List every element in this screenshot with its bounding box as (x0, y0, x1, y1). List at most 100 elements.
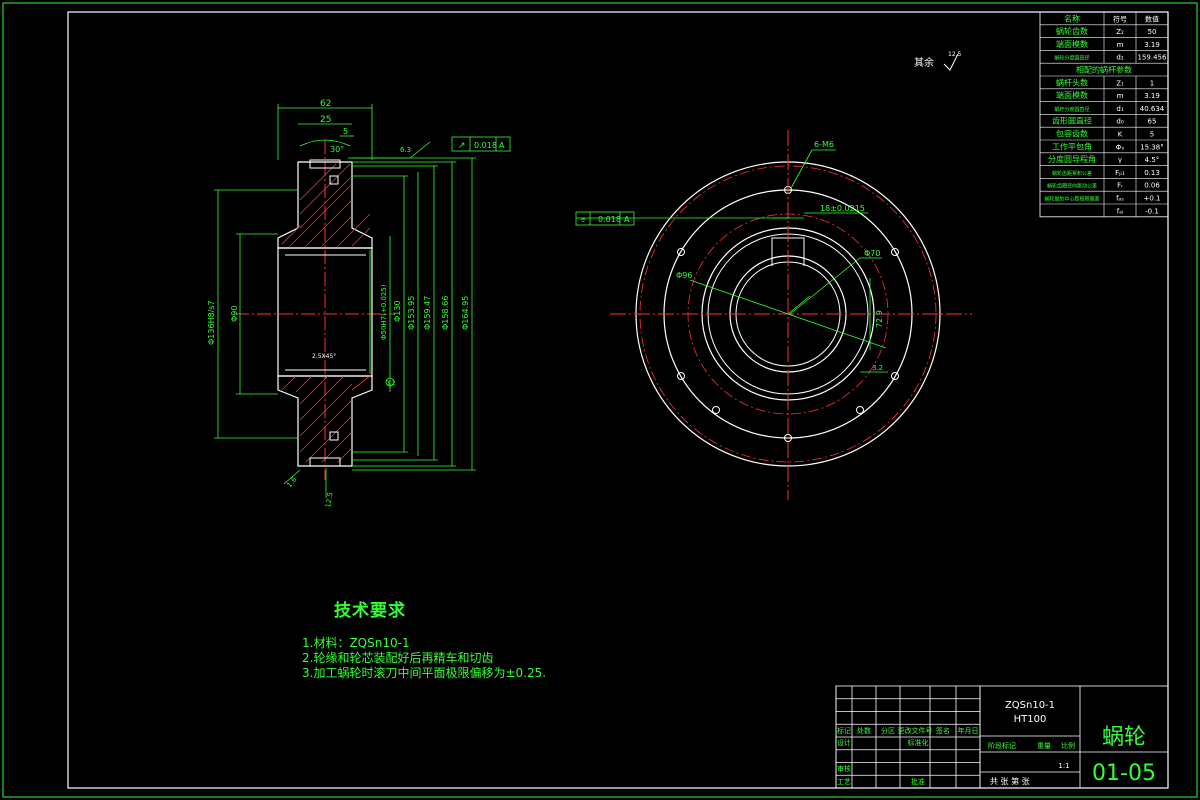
param-name: 分度圆导程角 (1048, 154, 1096, 164)
param-symbol: d₂ (1116, 54, 1123, 62)
inner-border (67, 11, 1169, 789)
front-roughness: 3.2 (872, 364, 883, 372)
param-name: 端面模数 (1056, 90, 1088, 100)
param-symbol: Φₓ (1116, 143, 1125, 151)
param-symbol: γ (1118, 156, 1122, 164)
param-name: 包容齿数 (1056, 129, 1088, 139)
param-value: 3.19 (1144, 92, 1160, 100)
stage-header-cell: 比例 (1061, 741, 1075, 750)
stage-header-cell: 阶段标记 (988, 741, 1016, 750)
param-value: 0.06 (1144, 182, 1160, 190)
param-symbol: fₐₛ (1116, 195, 1124, 203)
tech-requirements-title: 技术要求 (334, 601, 406, 621)
dim-dia-1: Φ136H8/s7 (207, 300, 216, 345)
tech-requirements-list: 1.材料：ZQSn10-1 2.轮缘和轮芯装配好后再精车和切齿 3.加工蜗轮时滚… (302, 636, 546, 681)
param-symbol: Z₁ (1116, 79, 1124, 87)
section-view (214, 104, 511, 498)
param-value: 15.38° (1140, 143, 1164, 151)
param-symbol: d₁ (1116, 105, 1123, 113)
param-symbol: K (1118, 131, 1123, 139)
dim-small: 5 (343, 127, 348, 136)
section-dim-labels: 62 25 5 30° 6.3 0.018 A ↗ Φ136H8/s7 Φ90 … (207, 99, 505, 508)
runout-symbol-icon: ↗ (458, 141, 466, 151)
param-name: 齿形圆直径 (1052, 116, 1092, 126)
param-value: 0.13 (1144, 169, 1160, 177)
tech-item-1: 1.材料：ZQSn10-1 (302, 636, 410, 650)
dim-dia-4: Φ130 (393, 300, 402, 322)
param-name: 相配的蜗杆参数 (1076, 65, 1132, 75)
holes-label: 6-M6 (814, 140, 834, 149)
param-value: 159.456 (1138, 54, 1167, 62)
param-name: 蜗轮分度圆直径 (1054, 55, 1089, 62)
roughness-bottom-b: 12.5 (324, 492, 335, 509)
roughness-top: 6.3 (400, 146, 411, 154)
front-view (575, 53, 972, 500)
keyway-label: 18±0.0215 (820, 204, 865, 213)
param-value: 3.19 (1144, 41, 1160, 49)
param-name: 名称 (1064, 13, 1080, 23)
param-symbol: m (1117, 92, 1124, 100)
stage-header-cell: 重量 (1037, 742, 1051, 750)
role-cell: 标准化 (908, 738, 929, 747)
bolt-circle-label: Φ96 (676, 271, 692, 280)
param-name: 端面模数 (1056, 39, 1088, 49)
param-name: 蜗轮齿数 (1056, 26, 1088, 36)
tech-item-2: 2.轮缘和轮芯装配好后再精车和切齿 (302, 651, 494, 665)
dim-width-rim: 25 (320, 115, 331, 125)
param-symbol: Fᵣ (1117, 182, 1123, 190)
section-runout: 0.018 (474, 141, 497, 150)
dim-dia-6: Φ159.47 (423, 296, 432, 330)
section-datum: A (499, 141, 505, 150)
rev-header-cell: 年月日 (958, 726, 979, 735)
param-symbol: 符号 (1113, 14, 1127, 23)
scale-value: 1:1 (1058, 762, 1069, 770)
flatness-symbol-icon: ⌯ (580, 215, 587, 224)
param-value: 5 (1150, 131, 1154, 139)
dim-dia-8: Φ164.95 (461, 296, 470, 330)
role-cell: 工艺 (837, 778, 851, 786)
param-name: 蜗杆头数 (1056, 77, 1088, 87)
rev-header-cell: 更改文件号 (898, 726, 933, 735)
material-line-1: ZQSn10-1 (1005, 700, 1055, 711)
param-symbol: Z₂ (1116, 28, 1124, 36)
role-cell: 设计 (837, 738, 851, 747)
param-symbol: m (1117, 41, 1124, 49)
rev-header-cell: 签名 (936, 726, 950, 735)
dim-angle: 30° (330, 145, 344, 154)
param-value: 50 (1148, 28, 1157, 36)
title-block-labels: 标记处数分区更改文件号签名年月日设计审核工艺标准化批准阶段标记重量比例 (837, 726, 1075, 786)
rev-header-cell: 处数 (857, 726, 871, 735)
param-value: -0.1 (1145, 207, 1159, 215)
dim-dia-3: Φ50H7(+0.025) (380, 284, 388, 340)
material-line-2: HT100 (1014, 714, 1047, 725)
dim-dia-5: Φ153.95 (407, 296, 416, 330)
param-value: +0.1 (1144, 195, 1161, 203)
part-name: 蜗轮 (1102, 725, 1146, 750)
title-block-text: ZQSn10-1 HT100 蜗轮 01-05 1:1 共 张 第 张 (990, 700, 1156, 786)
tech-item-3: 3.加工蜗轮时滚刀中间平面极限偏移为±0.25. (302, 666, 547, 680)
key-depth-label: 72.9 (875, 310, 884, 328)
param-value: 40.634 (1140, 105, 1165, 113)
dim-chamfer: 2.5X45° (312, 353, 336, 360)
param-name: 蜗轮齿距累积公差 (1052, 170, 1092, 177)
front-datum: A (624, 215, 630, 224)
sheet-text: 共 张 第 张 (990, 776, 1030, 786)
bore-label: Φ70 (864, 249, 880, 258)
surface-mark: 3.2 (386, 380, 396, 387)
rev-header-cell: 标记 (837, 726, 851, 735)
param-value: 65 (1148, 118, 1157, 126)
param-name: 工作平包角 (1052, 141, 1092, 151)
title-block (835, 685, 1169, 789)
rest-label: 其余 (914, 56, 934, 69)
param-value: 4.5° (1145, 156, 1160, 164)
param-value: 1 (1150, 79, 1154, 87)
dim-dia-7: Φ158.66 (441, 296, 450, 330)
dim-width-total: 62 (320, 99, 331, 109)
rev-header-cell: 分区 (881, 726, 895, 735)
drawing-number: 01-05 (1092, 761, 1156, 786)
param-value: 数值 (1145, 14, 1159, 23)
param-symbol: d₀ (1116, 118, 1123, 126)
param-name: 蜗杆分度圆直径 (1054, 106, 1089, 113)
